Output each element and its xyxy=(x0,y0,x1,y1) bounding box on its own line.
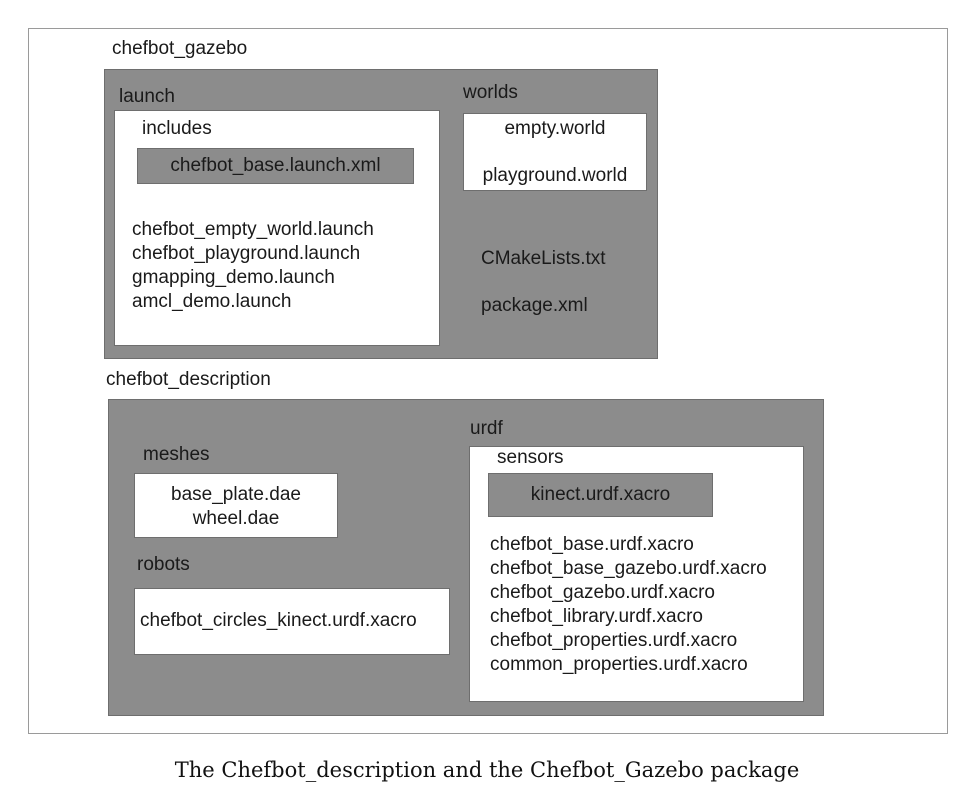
includes-file-box: chefbot_base.launch.xml xyxy=(137,148,414,184)
meshes-folder-box xyxy=(134,473,338,538)
sensors-folder-title: sensors xyxy=(497,447,564,468)
launch-folder-title: launch xyxy=(119,86,175,107)
urdf-file: chefbot_library.urdf.xacro xyxy=(490,606,703,627)
sensors-file-box: kinect.urdf.xacro xyxy=(488,473,713,517)
urdf-folder-title: urdf xyxy=(470,418,503,439)
mesh-file: base_plate.dae xyxy=(171,484,301,505)
mesh-file-list: base_plate.dae wheel.dae xyxy=(134,483,338,531)
gazebo-package-title: chefbot_gazebo xyxy=(112,38,248,59)
meshes-folder-title: meshes xyxy=(143,444,210,465)
urdf-file: chefbot_base.urdf.xacro xyxy=(490,534,694,555)
urdf-file: chefbot_gazebo.urdf.xacro xyxy=(490,582,715,603)
urdf-file-list: chefbot_base.urdf.xacro chefbot_base_gaz… xyxy=(490,533,767,677)
launch-file: gmapping_demo.launch xyxy=(132,267,335,288)
launch-file: chefbot_empty_world.launch xyxy=(132,219,374,240)
urdf-file: chefbot_properties.urdf.xacro xyxy=(490,630,738,651)
figure-caption: The Chefbot_description and the Chefbot_… xyxy=(174,758,800,782)
launch-file: amcl_demo.launch xyxy=(132,291,292,312)
launch-file-list: chefbot_empty_world.launch chefbot_playg… xyxy=(132,218,374,314)
mesh-file: wheel.dae xyxy=(192,508,280,529)
robots-folder-box xyxy=(134,588,450,655)
world-file: playground.world xyxy=(482,165,628,186)
package-xml-file: package.xml xyxy=(481,295,588,316)
robots-folder-title: robots xyxy=(137,554,190,575)
launch-file: chefbot_playground.launch xyxy=(132,243,361,264)
urdf-file: chefbot_base_gazebo.urdf.xacro xyxy=(490,558,767,579)
urdf-file: common_properties.urdf.xacro xyxy=(490,654,748,675)
world-file: empty.world xyxy=(504,118,606,139)
robot-file: chefbot_circles_kinect.urdf.xacro xyxy=(140,610,417,631)
description-package-title: chefbot_description xyxy=(106,369,271,390)
worlds-folder-box xyxy=(463,113,647,191)
cmakelists-file: CMakeLists.txt xyxy=(481,248,606,269)
worlds-folder-title: worlds xyxy=(463,82,518,103)
includes-folder-title: includes xyxy=(142,118,212,139)
